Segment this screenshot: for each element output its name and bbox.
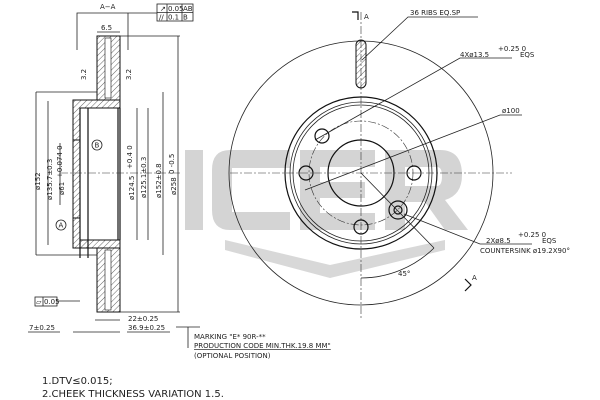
svg-text:EQS: EQS — [520, 51, 535, 59]
dim-w7: 7±0.25 — [29, 324, 55, 332]
svg-text:3.2: 3.2 — [80, 69, 88, 80]
ribs-label: 36 RIBS EQ.SP — [410, 9, 460, 17]
section-title: A−A — [100, 3, 116, 11]
svg-text:EQS: EQS — [542, 237, 557, 245]
svg-text:B: B — [183, 14, 188, 22]
section-view: A−A ↗ // 0.05 AB 0.1 B 6.5 3.2 3.2 — [28, 3, 194, 333]
front-view: A A 36 RIBS EQ.SP 4Xø13.5 +0.25 0 EQS ø1… — [228, 9, 570, 320]
holes-label: 4Xø13.5 — [460, 51, 489, 59]
svg-text:PRODUCTION CODE MIN.THK.19.: PRODUCTION CODE MIN.THK.19.8 MM" — [194, 342, 331, 350]
parallelism-icon: // — [159, 14, 164, 22]
svg-text:3.2: 3.2 — [125, 69, 133, 80]
svg-text:0.05: 0.05 — [44, 298, 60, 306]
svg-text:+0.074 0: +0.074 0 — [56, 145, 64, 178]
svg-text:0.05: 0.05 — [168, 5, 184, 13]
dim-width-top: 6.5 — [101, 24, 112, 32]
dim-d61: ø61 — [58, 182, 66, 195]
runout-icon: ↗ — [160, 5, 166, 13]
svg-text:MARKING "E* 90R-**: MARKING "E* 90R-** — [194, 333, 266, 341]
dim-d125: ø125.1±0.3 — [140, 157, 148, 198]
svg-text:(OPTIONAL POSITION): (OPTIONAL POSITION) — [194, 352, 271, 360]
icer-logo-watermark — [185, 150, 468, 278]
dim-d135: ø135.7±0.3 — [46, 159, 54, 200]
section-marker-bottom: A — [472, 274, 477, 282]
dim-w36: 36.9±0.25 — [128, 324, 165, 332]
note-2: 2.CHEEK THICKNESS VARIATION 1.5. — [42, 389, 224, 400]
angle-label: 45° — [398, 270, 410, 278]
svg-text:+0.25 0: +0.25 0 — [498, 45, 526, 53]
bolt-holes — [298, 128, 422, 235]
marking-note: MARKING "E* 90R-** PRODUCTION CODE MIN.T… — [176, 326, 331, 360]
svg-text:0 -0.5: 0 -0.5 — [168, 154, 176, 174]
dim-d258: ø258 — [170, 177, 178, 195]
tolerance-frame: ↗ // 0.05 AB 0.1 B — [156, 3, 194, 22]
datum-b: B — [95, 142, 100, 150]
pcd-label: ø100 — [502, 107, 520, 115]
note-1: 1.DTV≤0.015; — [42, 376, 113, 387]
svg-text:+0.25 0: +0.25 0 — [518, 231, 546, 239]
small-holes-label: 2Xø8.5 — [486, 237, 511, 245]
flatness-icon: ▱ — [36, 298, 42, 306]
dim-w22: 22±0.25 — [128, 315, 158, 323]
dim-d152: ø152 — [34, 172, 42, 190]
countersink-label: COUNTERSINK ø19.2X90° — [480, 247, 570, 255]
section-marker-top: A — [364, 13, 369, 21]
datum-a: A — [59, 222, 64, 230]
svg-text:AB: AB — [183, 5, 193, 13]
flatness-frame: ▱ 0.05 — [34, 296, 80, 307]
dim-d152b: ø152±0.8 — [155, 163, 163, 198]
rib-section — [355, 39, 367, 89]
svg-text:+0.4 0: +0.4 0 — [126, 145, 134, 169]
notes: 1.DTV≤0.015; 2.CHEEK THICKNESS VARIATION… — [42, 376, 224, 400]
dim-d124: ø124.5 — [128, 176, 136, 200]
svg-text:0.1: 0.1 — [168, 14, 179, 22]
